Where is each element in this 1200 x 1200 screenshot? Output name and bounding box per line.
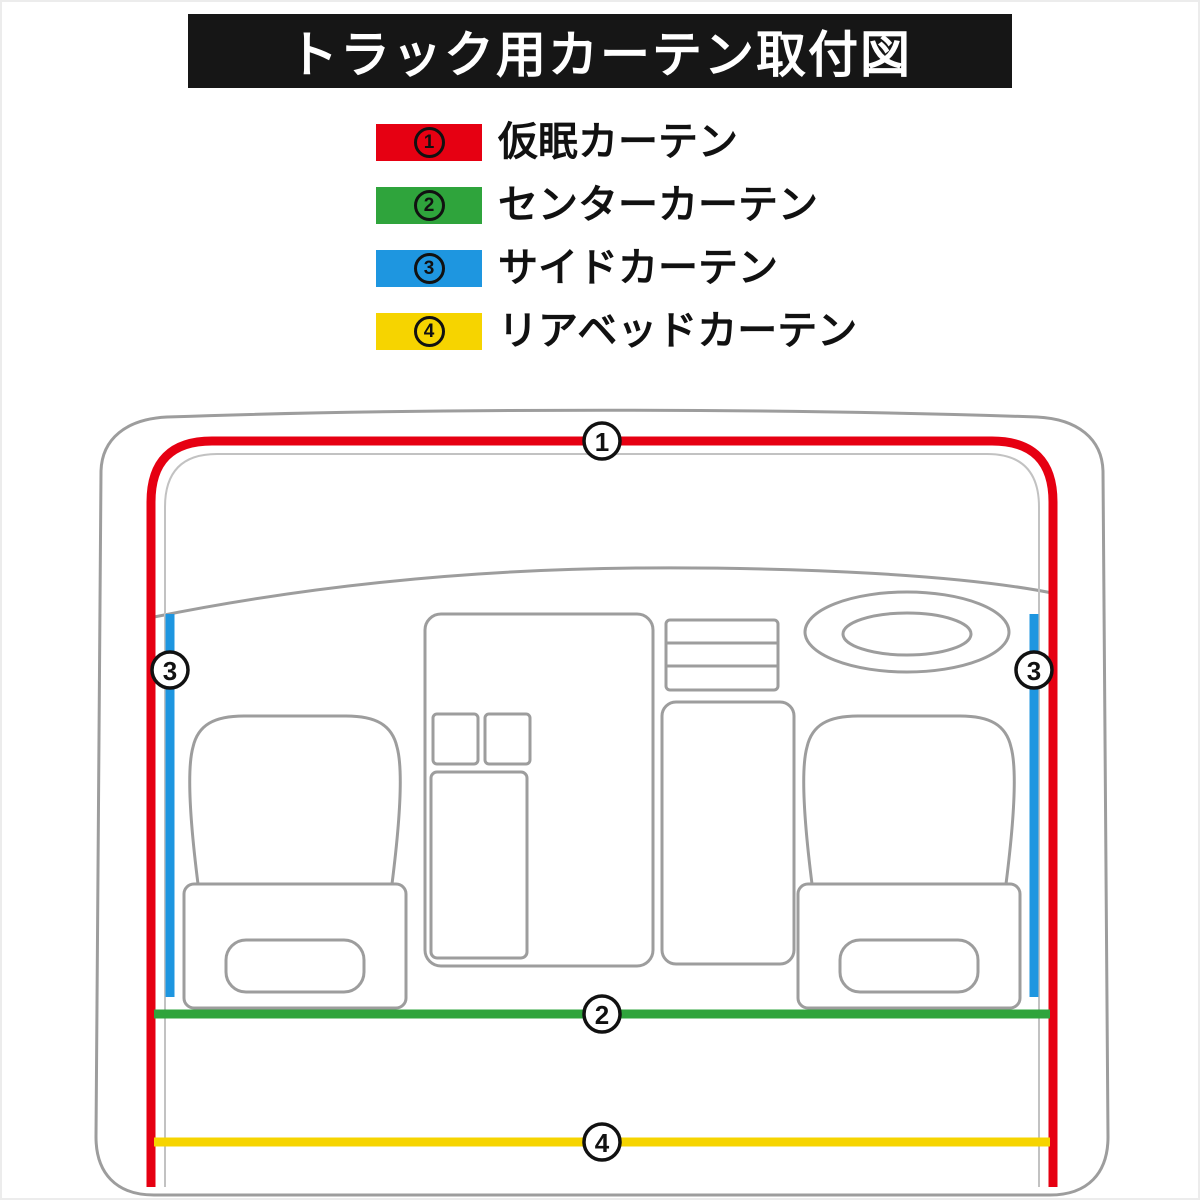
header-bar: トラック用カーテン取付図 <box>188 14 1012 88</box>
console-switch-right <box>483 712 532 766</box>
legend-swatch-blue: 3 <box>376 250 482 287</box>
legend-number-4: 4 <box>413 316 445 347</box>
legend-label-rear-bed-curtain: リアベッドカーテン <box>498 309 858 353</box>
console-switch-left <box>431 712 480 766</box>
vent-grille <box>664 618 780 692</box>
page-title: トラック用カーテン取付図 <box>288 27 912 83</box>
legend-label-center-curtain: センターカーテン <box>498 183 818 227</box>
legend-item-rear-bed-curtain: 4 リアベッドカーテン <box>376 309 858 353</box>
legend-number-2: 2 <box>413 190 445 221</box>
console-panel <box>429 770 529 960</box>
truck-cab-diagram: 1 3 3 2 4 <box>94 408 1110 1197</box>
steering-wheel-outer <box>803 590 1011 674</box>
svg-text:3: 3 <box>163 656 177 686</box>
legend-item-center-curtain: 2 センターカーテン <box>376 183 857 227</box>
steering-wheel-inner <box>841 611 973 657</box>
legend: 1 仮眠カーテン 2 センターカーテン 3 サイドカーテン 4 リアベッドカーテ… <box>376 120 858 353</box>
marker-3-right: 3 <box>1014 650 1054 690</box>
cab-linework <box>94 408 1110 1197</box>
legend-item-side-curtain: 3 サイドカーテン <box>376 246 857 290</box>
legend-swatch-green: 2 <box>376 187 482 224</box>
svg-text:3: 3 <box>1027 656 1041 686</box>
svg-text:1: 1 <box>595 427 609 457</box>
center-console <box>423 612 655 968</box>
marker-4-bottom: 4 <box>582 1122 622 1162</box>
marker-2-center: 2 <box>582 994 622 1034</box>
seat-right <box>796 714 1022 1010</box>
legend-label-side-curtain: サイドカーテン <box>498 246 778 290</box>
seat-left <box>182 714 408 1010</box>
svg-text:4: 4 <box>595 1128 610 1158</box>
diagram-markers: 1 3 3 2 4 <box>150 421 1054 1162</box>
side-panel <box>660 700 796 966</box>
dashboard-line <box>152 566 1054 619</box>
legend-label-nap-curtain: 仮眠カーテン <box>498 120 738 164</box>
legend-number-1: 1 <box>413 127 445 158</box>
legend-swatch-red: 1 <box>376 124 482 161</box>
inner-trim-line <box>164 453 1040 1187</box>
legend-item-nap-curtain: 1 仮眠カーテン <box>376 120 857 164</box>
nap-curtain-rail-red <box>146 436 1058 1187</box>
svg-text:2: 2 <box>595 1000 609 1030</box>
cab-outline <box>94 408 1110 1197</box>
legend-swatch-yellow: 4 <box>376 313 482 350</box>
marker-1-top: 1 <box>582 421 622 461</box>
marker-3-left: 3 <box>150 650 190 690</box>
legend-number-3: 3 <box>413 253 445 284</box>
